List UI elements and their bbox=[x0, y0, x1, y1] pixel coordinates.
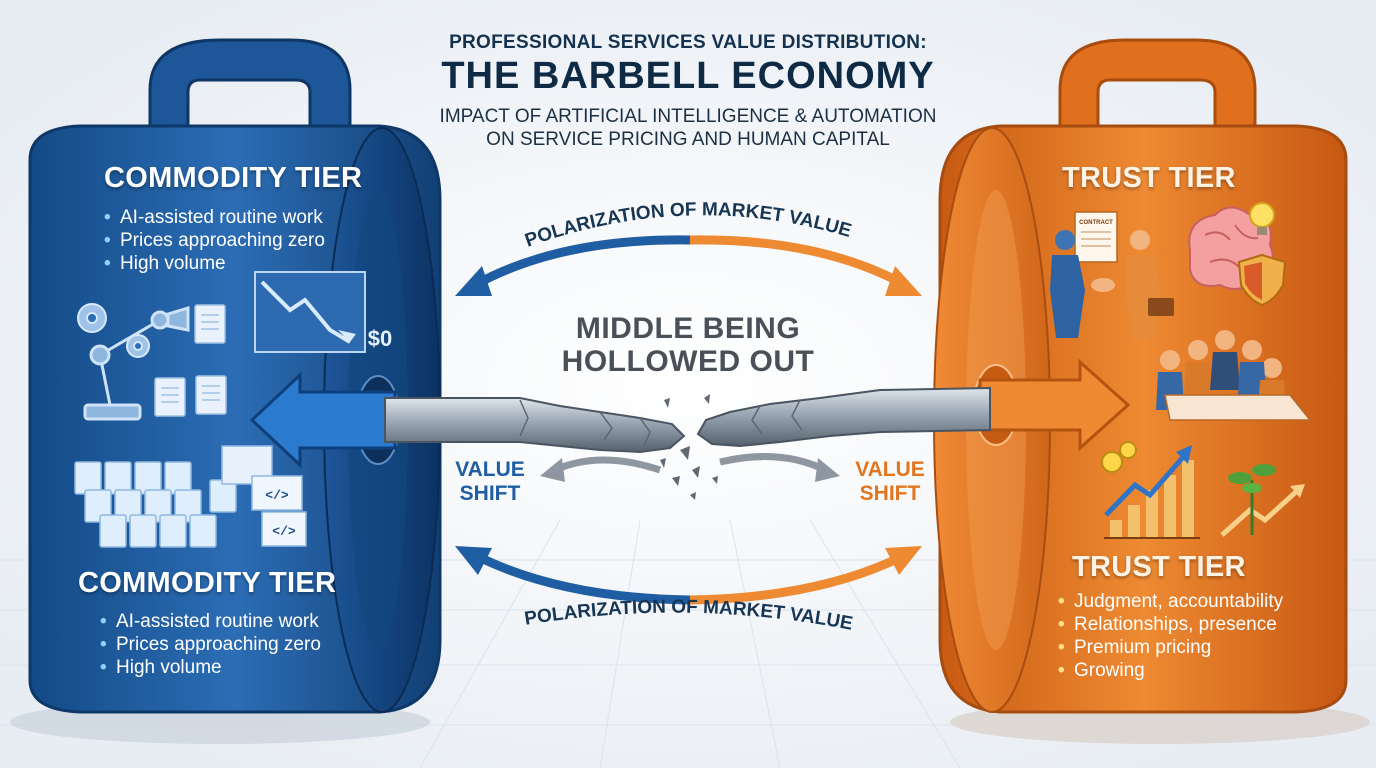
orange-handle bbox=[1058, 38, 1257, 142]
list-item: •Prices approaching zero bbox=[100, 634, 321, 655]
document-icon bbox=[154, 304, 227, 417]
growing-plant-icon bbox=[1220, 464, 1305, 537]
document-stack-icon bbox=[74, 461, 237, 548]
commodity-weight: </> </> bbox=[10, 38, 442, 744]
trust-weight: CONTRACT bbox=[933, 38, 1370, 744]
svg-text:CONTRACT: CONTRACT bbox=[1079, 220, 1113, 226]
svg-text:</>: </> bbox=[265, 488, 289, 503]
list-item: •Judgment, accountability bbox=[1058, 591, 1284, 612]
value-shift-right-label: VALUE SHIFT bbox=[840, 458, 940, 506]
declining-chart-icon bbox=[254, 271, 366, 353]
value-shift-left-line-2: SHIFT bbox=[459, 482, 521, 505]
polarization-arc-top bbox=[455, 235, 922, 296]
rising-chart-icon bbox=[1101, 441, 1200, 539]
trust-tier-title-bottom: TRUST TIER bbox=[1072, 551, 1246, 583]
commodity-tier-title-top: COMMODITY TIER bbox=[104, 162, 363, 194]
svg-text:</>: </> bbox=[272, 524, 296, 539]
barbell-bar bbox=[384, 386, 991, 500]
value-shift-arrows bbox=[553, 453, 827, 474]
value-arrow-left-icon bbox=[249, 371, 397, 469]
polarization-arc-bottom bbox=[455, 546, 922, 605]
middle-line-2: HOLLOWED OUT bbox=[561, 345, 815, 378]
subtitle-line-2: ON SERVICE PRICING AND HUMAN CAPITAL bbox=[486, 129, 890, 150]
trust-bullets: •Judgment, accountability •Relationships… bbox=[1058, 590, 1283, 682]
list-item: •High volume bbox=[100, 657, 222, 678]
list-item: •Prices approaching zero bbox=[104, 230, 325, 251]
value-shift-right-line-2: SHIFT bbox=[859, 482, 921, 505]
value-shift-left-label: VALUE SHIFT bbox=[440, 458, 540, 506]
commodity-bullets-top: •AI-assisted routine work •Prices approa… bbox=[104, 206, 325, 275]
debris-fragments bbox=[660, 394, 718, 500]
trust-tier-title-top: TRUST TIER bbox=[1062, 162, 1236, 194]
robot-arm-icon bbox=[83, 305, 190, 421]
subtitle-line-1: IMPACT OF ARTIFICIAL INTELLIGENCE & AUTO… bbox=[439, 106, 937, 127]
value-shift-right-line-1: VALUE bbox=[855, 458, 925, 481]
list-item: •High volume bbox=[104, 253, 226, 274]
header-subtitle: IMPACT OF ARTIFICIAL INTELLIGENCE & AUTO… bbox=[380, 105, 996, 151]
shield-icon bbox=[1237, 253, 1287, 307]
value-arrow-right-icon bbox=[978, 358, 1131, 452]
value-shift-left-line-1: VALUE bbox=[455, 458, 525, 481]
blue-handle bbox=[148, 38, 352, 142]
header-supertitle: PROFESSIONAL SERVICES VALUE DISTRIBUTION… bbox=[449, 32, 927, 53]
middle-line-1: MIDDLE BEING bbox=[575, 312, 801, 345]
list-item: •AI-assisted routine work bbox=[100, 611, 319, 632]
page-title: THE BARBELL ECONOMY bbox=[441, 55, 935, 97]
list-item: •Premium pricing bbox=[1058, 637, 1212, 658]
middle-hollowed-label: MIDDLE BEING HOLLOWED OUT bbox=[530, 312, 846, 378]
handshake-contract-icon: CONTRACT bbox=[1050, 211, 1174, 338]
code-window-icon: </> </> bbox=[221, 445, 307, 547]
commodity-tier-title-bottom: COMMODITY TIER bbox=[78, 567, 337, 599]
commodity-bullets-bottom: •AI-assisted routine work •Prices approa… bbox=[100, 610, 321, 679]
zero-price-label: $0 bbox=[368, 326, 392, 351]
list-item: •Growing bbox=[1058, 660, 1145, 681]
list-item: •Relationships, presence bbox=[1058, 614, 1277, 635]
list-item: •AI-assisted routine work bbox=[104, 207, 323, 228]
gear-icon bbox=[77, 303, 150, 358]
meeting-table-icon bbox=[1156, 330, 1312, 421]
